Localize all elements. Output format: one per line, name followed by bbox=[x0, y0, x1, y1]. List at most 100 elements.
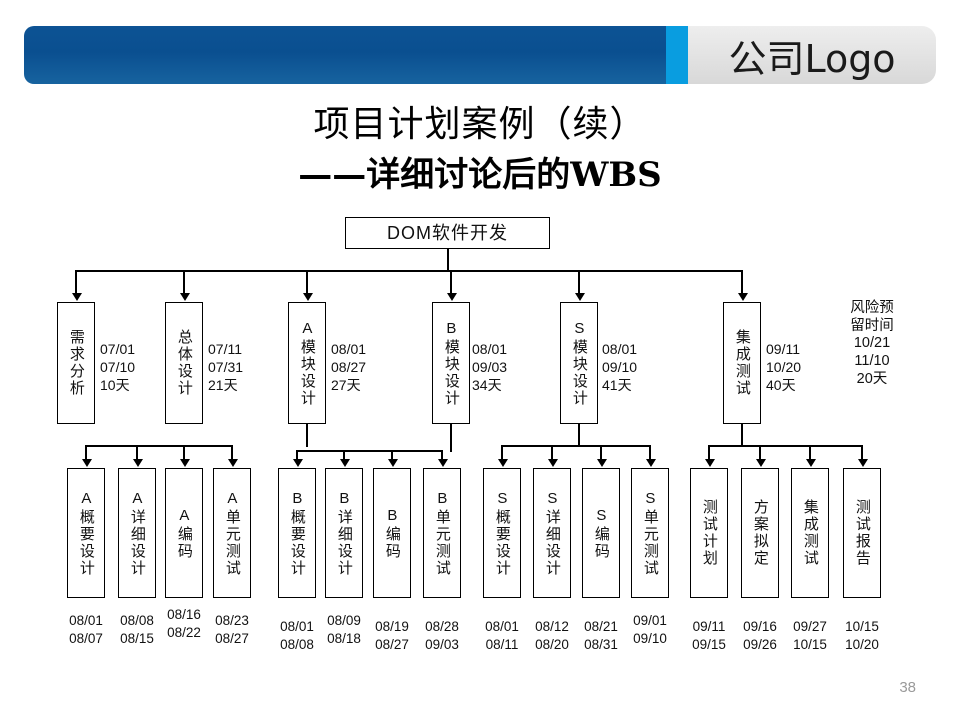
group-bus-4 bbox=[709, 445, 862, 447]
phase-schedule-6: 09/11 10/20 40天 bbox=[766, 341, 802, 394]
task-arrow-10 bbox=[548, 459, 558, 467]
task-arrow-13 bbox=[705, 459, 715, 467]
group-trunk-3 bbox=[578, 424, 580, 447]
phase-arrow-4 bbox=[447, 293, 457, 301]
task-connector-3 bbox=[183, 445, 185, 460]
task-node-11[interactable]: S编码 bbox=[582, 468, 620, 598]
task-node-3[interactable]: A编码 bbox=[165, 468, 203, 598]
phase-connector-6 bbox=[741, 270, 743, 294]
task-node-8[interactable]: B单元测试 bbox=[423, 468, 461, 598]
task-arrow-7 bbox=[388, 459, 398, 467]
task-arrow-14 bbox=[756, 459, 766, 467]
task-dates-4: 08/23 08/27 bbox=[215, 613, 249, 647]
task-connector-15 bbox=[809, 445, 811, 460]
task-dates-5: 08/01 08/08 bbox=[280, 619, 314, 653]
phase-node-3[interactable]: A模块设计 bbox=[288, 302, 326, 424]
task-arrow-5 bbox=[293, 459, 303, 467]
task-dates-15: 09/27 10/15 bbox=[793, 619, 827, 653]
task-connector-10 bbox=[551, 445, 553, 460]
task-dates-9: 08/01 08/11 bbox=[485, 619, 519, 653]
task-node-2[interactable]: A详细设计 bbox=[118, 468, 156, 598]
task-connector-11 bbox=[600, 445, 602, 460]
wbs-root-node[interactable]: DOM软件开发 bbox=[345, 217, 550, 249]
task-dates-7: 08/19 08/27 bbox=[375, 619, 409, 653]
phase-connector-5 bbox=[578, 270, 580, 294]
group-bus-3 bbox=[502, 445, 650, 447]
header-blue-band bbox=[24, 26, 666, 84]
task-node-15[interactable]: 集成测试 bbox=[791, 468, 829, 598]
header-logo-panel bbox=[688, 26, 936, 84]
task-arrow-8 bbox=[438, 459, 448, 467]
phase-arrow-3 bbox=[303, 293, 313, 301]
task-node-12[interactable]: S单元测试 bbox=[631, 468, 669, 598]
task-connector-12 bbox=[649, 445, 651, 460]
group-trunk-2 bbox=[450, 424, 452, 452]
phase-node-4[interactable]: B模块设计 bbox=[432, 302, 470, 424]
phase-arrow-1 bbox=[72, 293, 82, 301]
task-connector-2 bbox=[136, 445, 138, 460]
task-connector-5 bbox=[296, 450, 298, 460]
level1-horizontal-bus bbox=[76, 270, 742, 272]
task-node-13[interactable]: 测试计划 bbox=[690, 468, 728, 598]
phase-node-1[interactable]: 需求分析 bbox=[57, 302, 95, 424]
risk-reserve-note: 风险预 留时间 10/21 11/10 20天 bbox=[850, 300, 894, 387]
task-connector-9 bbox=[501, 445, 503, 460]
task-connector-7 bbox=[391, 450, 393, 460]
task-node-7[interactable]: B编码 bbox=[373, 468, 411, 598]
task-connector-16 bbox=[861, 445, 863, 460]
task-arrow-6 bbox=[340, 459, 350, 467]
task-connector-1 bbox=[85, 445, 87, 460]
phase-schedule-3: 08/01 08/27 27天 bbox=[331, 341, 367, 394]
task-node-14[interactable]: 方案拟定 bbox=[741, 468, 779, 598]
task-arrow-15 bbox=[806, 459, 816, 467]
task-dates-12: 09/01 09/10 bbox=[633, 613, 667, 647]
phase-arrow-5 bbox=[575, 293, 585, 301]
phase-arrow-2 bbox=[180, 293, 190, 301]
task-node-5[interactable]: B概要设计 bbox=[278, 468, 316, 598]
task-connector-4 bbox=[231, 445, 233, 460]
group-bus-1 bbox=[86, 445, 232, 447]
task-node-16[interactable]: 测试报告 bbox=[843, 468, 881, 598]
task-arrow-16 bbox=[858, 459, 868, 467]
task-dates-11: 08/21 08/31 bbox=[584, 619, 618, 653]
phase-connector-4 bbox=[450, 270, 452, 294]
task-connector-8 bbox=[441, 450, 443, 460]
group-bus-2 bbox=[297, 450, 442, 452]
page-subtitle: ——详细讨论后的WBS bbox=[298, 155, 662, 195]
task-arrow-12 bbox=[646, 459, 656, 467]
task-node-4[interactable]: A单元测试 bbox=[213, 468, 251, 598]
phase-schedule-2: 07/11 07/31 21天 bbox=[208, 341, 244, 394]
task-arrow-1 bbox=[82, 459, 92, 467]
task-dates-1: 08/01 08/07 bbox=[69, 613, 103, 647]
group-trunk-4 bbox=[741, 424, 743, 447]
task-dates-10: 08/12 08/20 bbox=[535, 619, 569, 653]
phase-node-2[interactable]: 总体设计 bbox=[165, 302, 203, 424]
task-arrow-4 bbox=[228, 459, 238, 467]
task-node-6[interactable]: B详细设计 bbox=[325, 468, 363, 598]
phase-node-6[interactable]: 集成测试 bbox=[723, 302, 761, 424]
root-trunk-line bbox=[446, 249, 449, 272]
task-node-9[interactable]: S概要设计 bbox=[483, 468, 521, 598]
task-connector-6 bbox=[343, 450, 345, 460]
slide-header: 公司Logo bbox=[24, 26, 936, 84]
task-dates-8: 08/28 09/03 bbox=[425, 619, 459, 653]
phase-connector-3 bbox=[306, 270, 308, 294]
task-node-1[interactable]: A概要设计 bbox=[67, 468, 105, 598]
phase-schedule-5: 08/01 09/10 41天 bbox=[602, 341, 638, 394]
task-dates-13: 09/11 09/15 bbox=[692, 619, 726, 653]
page-number: 38 bbox=[899, 679, 916, 696]
phase-schedule-4: 08/01 09/03 34天 bbox=[472, 341, 508, 394]
company-logo-text: 公司Logo bbox=[728, 36, 896, 81]
task-arrow-11 bbox=[597, 459, 607, 467]
phase-node-5[interactable]: S模块设计 bbox=[560, 302, 598, 424]
task-dates-16: 10/15 10/20 bbox=[845, 619, 879, 653]
task-connector-13 bbox=[708, 445, 710, 460]
task-arrow-3 bbox=[180, 459, 190, 467]
task-arrow-2 bbox=[133, 459, 143, 467]
phase-arrow-6 bbox=[738, 293, 748, 301]
task-node-10[interactable]: S详细设计 bbox=[533, 468, 571, 598]
task-connector-14 bbox=[759, 445, 761, 460]
header-accent-strip bbox=[666, 26, 688, 84]
phase-connector-1 bbox=[75, 270, 77, 294]
phase-schedule-1: 07/01 07/10 10天 bbox=[100, 341, 136, 394]
